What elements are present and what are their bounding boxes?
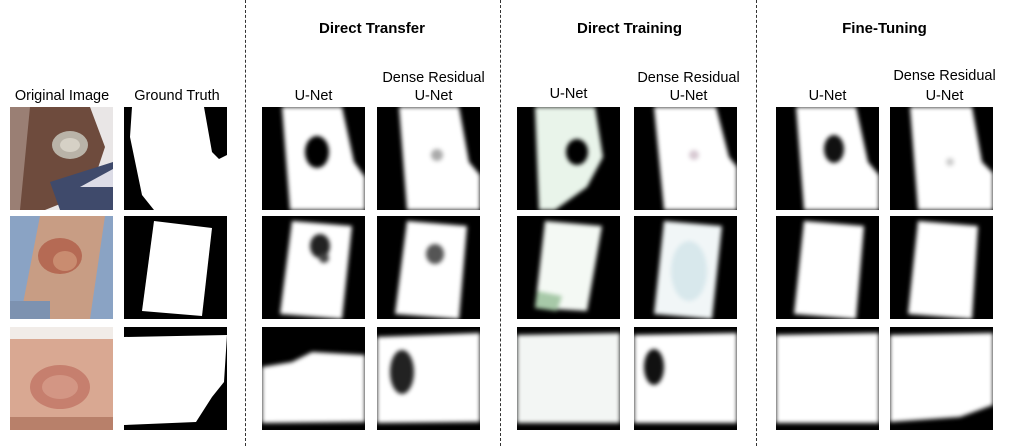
image-unet-finetune-row2 — [776, 216, 879, 319]
image-unet-transfer-row2 — [262, 216, 365, 319]
image-unet-finetune-row3 — [776, 327, 879, 430]
column-label-dense-training-line2: U-Net — [669, 88, 708, 104]
column-label-dense-finetune-line1: Dense Residual — [893, 68, 996, 84]
column-label-dense-training-line1: Dense Residual — [637, 70, 740, 86]
column-label-dense-transfer-line1: Dense Residual — [382, 70, 485, 86]
image-dense-finetune-row1 — [890, 107, 993, 210]
image-dense-transfer-row2 — [377, 216, 480, 319]
separator-1 — [245, 0, 246, 446]
column-label-unet-transfer: U-Net — [294, 88, 333, 104]
separator-2 — [500, 0, 501, 446]
image-dense-training-row3 — [634, 327, 737, 430]
column-label-original-image: Original Image — [14, 88, 110, 104]
image-unet-training-row2 — [517, 216, 620, 319]
image-dense-finetune-row3 — [890, 327, 993, 430]
image-dense-transfer-row1 — [377, 107, 480, 210]
image-ground-truth-row1 — [124, 107, 227, 210]
image-ground-truth-row3 — [124, 327, 227, 430]
image-dense-training-row2 — [634, 216, 737, 319]
image-dense-transfer-row3 — [377, 327, 480, 430]
group-title-direct-transfer: Direct Transfer — [319, 20, 425, 37]
image-original-row1 — [10, 107, 113, 210]
image-ground-truth-row2 — [124, 216, 227, 319]
column-label-unet-training: U-Net — [549, 86, 588, 102]
group-title-fine-tuning: Fine-Tuning — [842, 20, 927, 37]
image-unet-transfer-row3 — [262, 327, 365, 430]
column-label-dense-transfer-line2: U-Net — [414, 88, 453, 104]
image-unet-transfer-row1 — [262, 107, 365, 210]
image-original-row2 — [10, 216, 113, 319]
image-dense-finetune-row2 — [890, 216, 993, 319]
column-label-unet-finetune: U-Net — [808, 88, 847, 104]
image-original-row3 — [10, 327, 113, 430]
column-label-dense-finetune-line2: U-Net — [925, 88, 964, 104]
image-unet-finetune-row1 — [776, 107, 879, 210]
separator-3 — [756, 0, 757, 446]
image-dense-training-row1 — [634, 107, 737, 210]
image-unet-training-row1 — [517, 107, 620, 210]
group-title-direct-training: Direct Training — [576, 20, 683, 37]
image-unet-training-row3 — [517, 327, 620, 430]
column-label-ground-truth: Ground Truth — [134, 88, 220, 104]
